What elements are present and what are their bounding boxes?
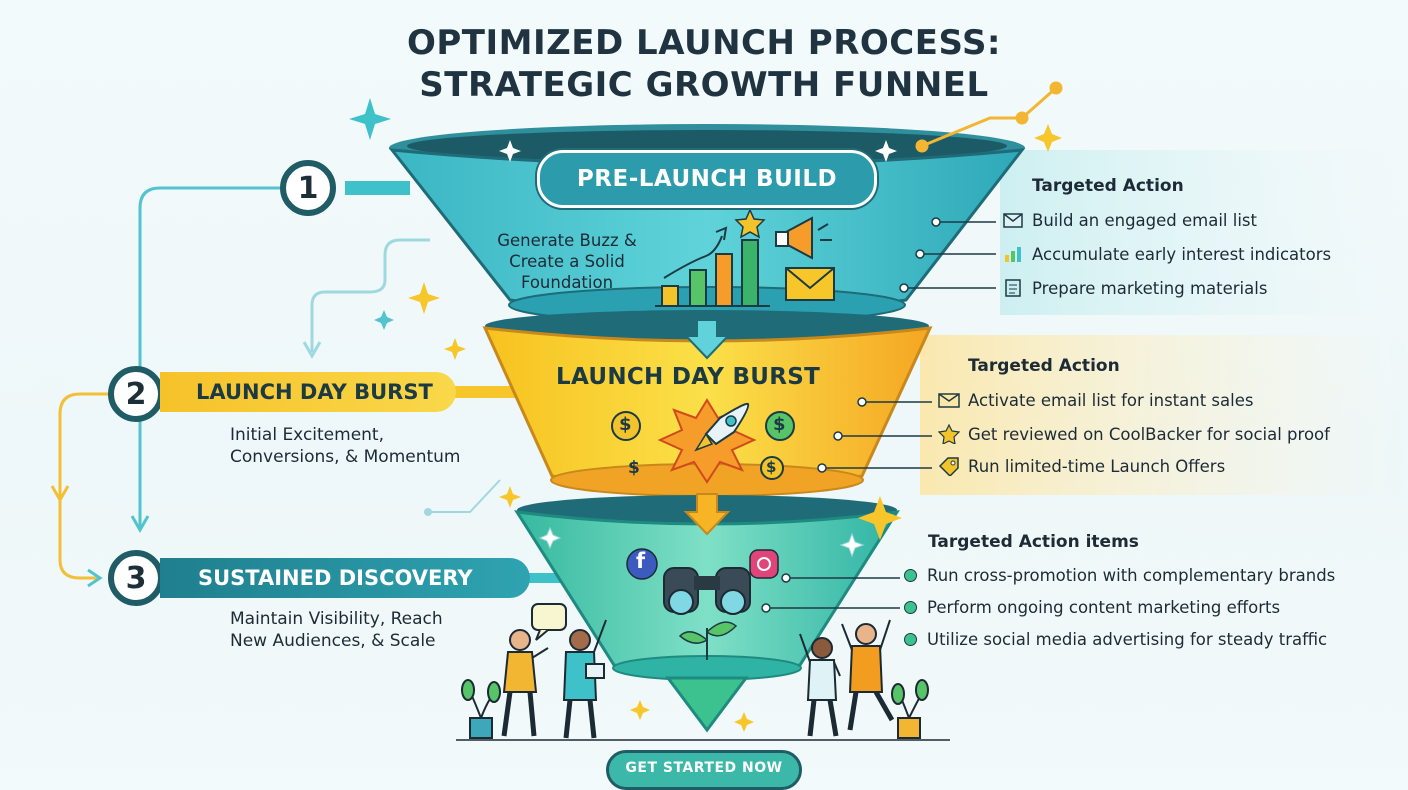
people-illustration <box>456 603 950 741</box>
dollar-sign: $ <box>773 414 786 435</box>
tag-icon <box>938 456 960 476</box>
get-started-button[interactable]: GET STARTED NOW <box>606 750 802 790</box>
envelope-icon <box>785 267 835 301</box>
instagram-icon <box>749 549 779 579</box>
stage-3-action: Utilize social media advertising for ste… <box>904 630 1327 649</box>
growth-chart-icon <box>655 226 770 307</box>
stage-2-number: 2 <box>108 366 164 422</box>
dollar-sign: $ <box>619 414 632 435</box>
connector-lines <box>50 181 590 588</box>
action-connectors <box>761 217 996 613</box>
facebook-icon <box>626 548 658 580</box>
title-line-1: OPTIMIZED LAUNCH PROCESS: <box>406 23 1002 63</box>
dot-icon <box>904 601 917 614</box>
stage-1-actions-heading: Targeted Action <box>1032 176 1184 196</box>
stage-1-label: PRE-LAUNCH BUILD <box>537 150 877 208</box>
dot-icon <box>904 569 917 582</box>
sprout-icon <box>678 621 738 660</box>
dollar-sign: $ <box>628 458 640 478</box>
stage-3-label: SUSTAINED DISCOVERY <box>160 558 530 598</box>
star-icon <box>938 424 960 444</box>
down-arrow-icon <box>683 493 731 536</box>
sparkle-icons <box>349 98 1062 732</box>
stage-2-description: Initial Excitement, Conversions, & Momen… <box>230 425 461 467</box>
stage-3-number: 3 <box>108 550 164 606</box>
stage-1-action: Build an engaged email list <box>1002 210 1257 230</box>
megaphone-icon <box>775 216 832 260</box>
stage-1-action: Prepare marketing materials <box>1002 278 1267 298</box>
dollar-sign: $ <box>766 458 777 476</box>
stage-3-action: Perform ongoing content marketing effort… <box>904 598 1280 617</box>
stage-3-actions-heading: Targeted Action items <box>928 532 1139 552</box>
page-title: OPTIMIZED LAUNCH PROCESS: STRATEGIC GROW… <box>0 22 1408 106</box>
rocket-icon <box>694 402 750 452</box>
binoculars-icon <box>663 567 751 615</box>
dollar-coin-icon <box>611 411 795 480</box>
stage-1-description: Generate Buzz & Create a Solid Foundatio… <box>497 231 637 292</box>
stage-2-action: Activate email list for instant sales <box>938 390 1253 410</box>
stage2-action-band <box>920 335 1408 495</box>
stage-2-funnel-label: LAUNCH DAY BURST <box>556 364 821 390</box>
stage-2-label: LAUNCH DAY BURST <box>160 372 456 412</box>
star-icon <box>734 208 766 239</box>
stage-1-number: 1 <box>280 160 336 216</box>
stage-2-action: Get reviewed on CoolBacker for social pr… <box>938 424 1330 444</box>
stage-3-description: Maintain Visibility, Reach New Audiences… <box>230 609 443 651</box>
email-icon <box>1002 210 1024 230</box>
title-line-2: STRATEGIC GROWTH FUNNEL <box>419 65 989 105</box>
stage1-action-band <box>1000 150 1408 315</box>
stage-1-action: Accumulate early interest indicators <box>1002 244 1331 264</box>
stage-2-action: Run limited-time Launch Offers <box>938 456 1225 476</box>
down-arrow-icon <box>683 319 731 360</box>
bar-chart-icon <box>1002 244 1024 264</box>
dot-icon <box>904 633 917 646</box>
growth-line <box>915 81 1063 153</box>
stage-2-actions-heading: Targeted Action <box>968 356 1120 376</box>
stage-3-action: Run cross-promotion with complementary b… <box>904 566 1335 585</box>
output-arrow <box>665 676 749 733</box>
document-icon <box>1002 278 1024 298</box>
envelope-icon <box>938 390 960 410</box>
facebook-glyph: f <box>636 549 646 573</box>
